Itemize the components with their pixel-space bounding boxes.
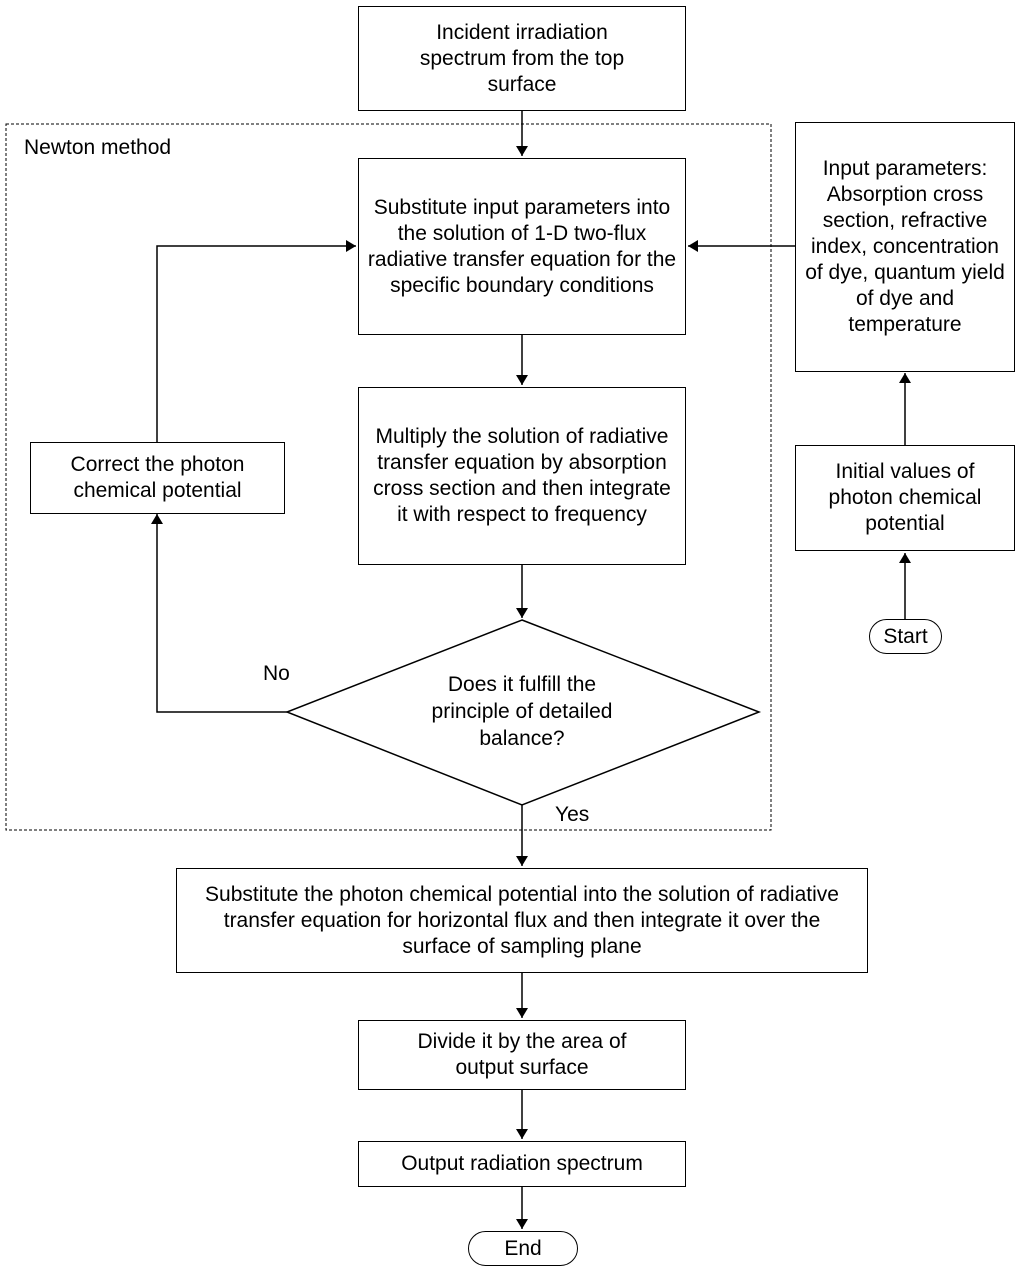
newton-method-label: Newton method — [24, 136, 172, 159]
start-text: Start — [883, 624, 928, 648]
initial-values-text: Initial values of photon chemical potent… — [828, 460, 982, 535]
correct-potential-box: Correct the photon chemical potential — [30, 442, 285, 514]
output-spectrum-text: Output radiation spectrum — [401, 1152, 643, 1175]
end-terminal: End — [468, 1231, 578, 1266]
multiply-solution-box: Multiply the solution of radiative trans… — [358, 387, 686, 565]
arrow-correct-to-substitute — [156, 240, 356, 442]
yes-label: Yes — [555, 803, 590, 826]
decision-text: Does it fulfill the principle of detaile… — [431, 673, 613, 750]
divide-area-box: Divide it by the area of output surface — [358, 1020, 686, 1090]
arrow-decision-no-to-correct — [151, 514, 287, 713]
input-parameters-text: Input parameters: Absorption cross secti… — [805, 157, 1005, 336]
incident-spectrum-box: Incident irradiation spectrum from the t… — [358, 6, 686, 111]
divide-area-text: Divide it by the area of output surface — [417, 1030, 627, 1079]
substitute-input-box: Substitute input parameters into the sol… — [358, 158, 686, 335]
substitute-photon-text: Substitute the photon chemical potential… — [205, 882, 839, 958]
no-label: No — [263, 662, 290, 685]
incident-spectrum-text: Incident irradiation spectrum from the t… — [419, 20, 625, 96]
start-terminal: Start — [869, 619, 942, 654]
correct-potential-text: Correct the photon chemical potential — [70, 453, 245, 502]
newton-method-group-border — [5, 123, 772, 831]
initial-values-box: Initial values of photon chemical potent… — [795, 445, 1015, 551]
input-parameters-box: Input parameters: Absorption cross secti… — [795, 122, 1015, 372]
multiply-solution-text: Multiply the solution of radiative trans… — [373, 425, 671, 526]
output-spectrum-box: Output radiation spectrum — [358, 1141, 686, 1187]
decision-diamond-shape — [284, 619, 762, 806]
end-text: End — [504, 1236, 542, 1260]
substitute-input-text: Substitute input parameters into the sol… — [367, 195, 677, 297]
substitute-photon-box: Substitute the photon chemical potential… — [176, 868, 868, 973]
